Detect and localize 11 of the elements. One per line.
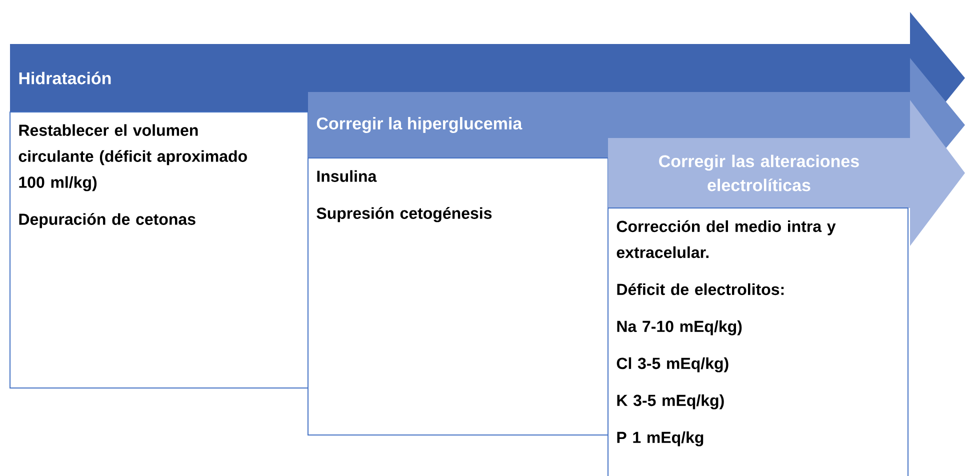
text-box — [308, 158, 608, 436]
list-item: Supresión cetogénesis — [316, 207, 492, 222]
text-box — [608, 208, 908, 476]
list-item: Déficit de electrolitos: — [617, 283, 784, 296]
list-item: P 1 mEq/kg — [617, 431, 704, 446]
list-item: K 3-5 mEq/kg) — [617, 394, 724, 410]
text-box — [10, 112, 308, 388]
list-item: Depuración de cetonas — [19, 213, 196, 228]
list-item: Cl 3-5 mEq/kg) — [616, 357, 728, 372]
list-item: Insulina — [317, 170, 377, 182]
list-item: Na 7-10 mEq/kg) — [617, 320, 742, 336]
